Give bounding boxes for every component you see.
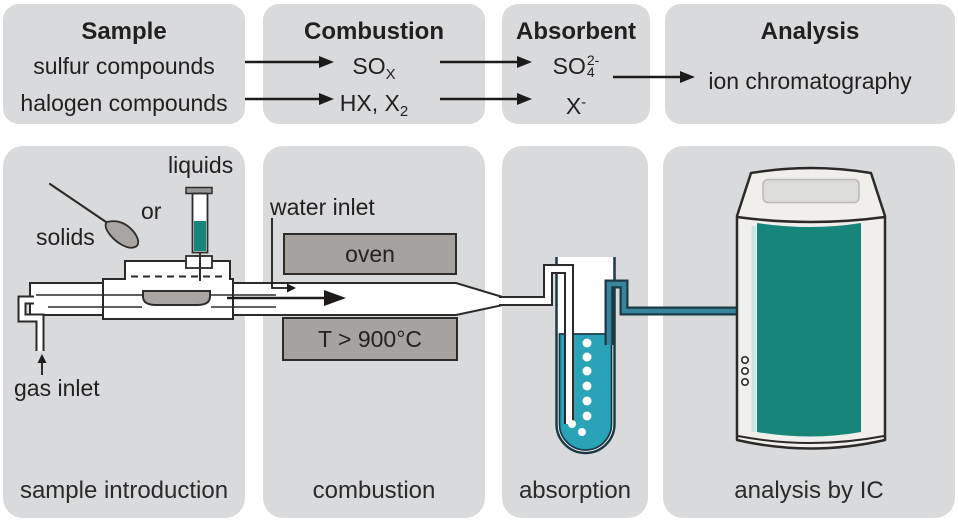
water-inlet-label: water inlet: [270, 194, 375, 220]
formula-halide: X-: [565, 93, 587, 119]
solids-label: solids: [36, 224, 95, 250]
oven-box: oven: [283, 233, 457, 275]
gas-inlet-label: gas inlet: [14, 375, 100, 401]
flow-box-sample-header: Sample: [81, 18, 167, 45]
or-label: or: [141, 198, 162, 224]
caption-analysis: analysis by IC: [734, 477, 884, 504]
flow-box-sample: Sample sulfur compounds halogen compound…: [3, 4, 245, 124]
caption-absorption: absorption: [518, 477, 632, 504]
sample-row-halogen: halogen compounds: [20, 90, 228, 116]
analysis-row-ic: ion chromatography: [708, 68, 912, 94]
temperature-box: T > 900°C: [282, 317, 458, 361]
flow-box-analysis-header: Analysis: [760, 18, 860, 45]
sample-row-sulfur: sulfur compounds: [33, 53, 215, 79]
panel-analysis: [663, 146, 955, 518]
temperature-label: T > 900°C: [317, 325, 423, 352]
formula-sox: SOX: [352, 53, 396, 83]
flow-box-combustion-header: Combustion: [304, 18, 444, 45]
formula-hx-x2: HX, X2: [339, 90, 409, 120]
flow-box-absorbent-header: Absorbent: [516, 18, 636, 45]
oven-label: oven: [345, 240, 395, 267]
liquids-label: liquids: [168, 152, 234, 178]
panel-absorption: [502, 146, 648, 518]
flow-box-combustion: Combustion SOX HX, X2: [263, 4, 485, 124]
caption-sample-introduction: sample introduction: [19, 477, 229, 504]
flow-box-analysis: Analysis ion chromatography: [665, 4, 955, 124]
panel-sample-introduction: [3, 146, 245, 518]
caption-combustion: combustion: [312, 477, 436, 504]
